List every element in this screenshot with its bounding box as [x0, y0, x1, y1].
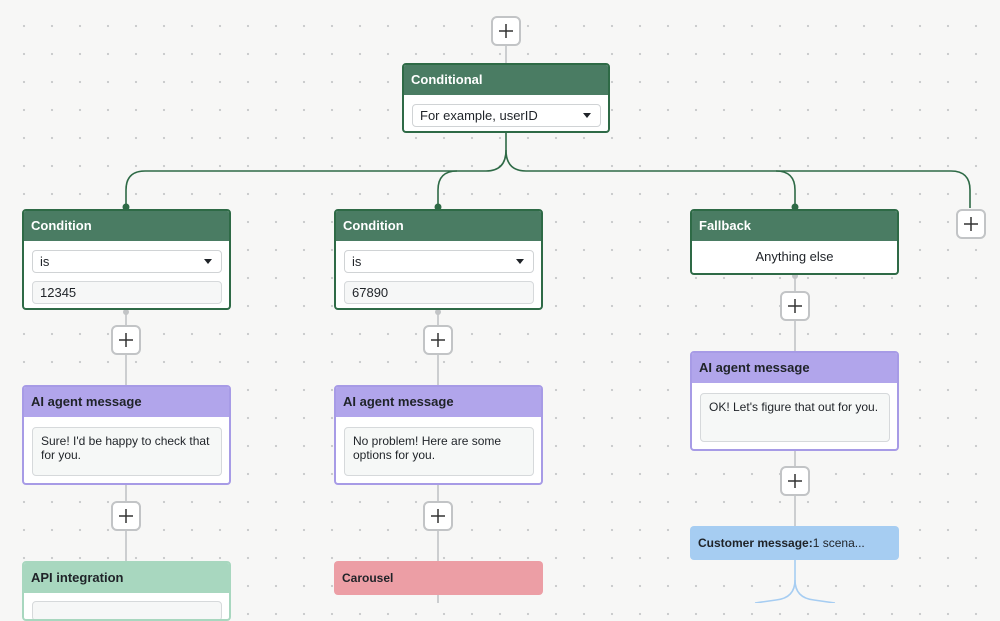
- plus-icon: [788, 474, 802, 488]
- card-title: AI agent message: [24, 387, 229, 417]
- plus-icon: [788, 299, 802, 313]
- add-step-button[interactable]: [111, 325, 141, 355]
- message-text-field[interactable]: OK! Let's figure that out for you.: [700, 393, 890, 442]
- condition-card[interactable]: Condition is 12345: [22, 209, 231, 310]
- plus-icon: [431, 509, 445, 523]
- api-integration-card[interactable]: API integration: [22, 561, 231, 621]
- fallback-text: Anything else: [755, 249, 834, 264]
- customer-message-label: Customer message:: [698, 536, 813, 550]
- card-title: Fallback: [692, 211, 897, 241]
- add-step-button[interactable]: [780, 291, 810, 321]
- card-title: AI agent message: [336, 387, 541, 417]
- ai-agent-message-card[interactable]: AI agent message OK! Let's figure that o…: [690, 351, 899, 451]
- select-value: is: [352, 254, 362, 269]
- select-value: For example, userID: [420, 108, 538, 123]
- add-step-button[interactable]: [423, 501, 453, 531]
- add-step-button[interactable]: [423, 325, 453, 355]
- card-title: Condition: [336, 211, 541, 241]
- fallback-card[interactable]: Fallback Anything else: [690, 209, 899, 275]
- add-branch-button[interactable]: [956, 209, 986, 239]
- select-value: is: [40, 254, 50, 269]
- condition-operator-select[interactable]: is: [344, 250, 534, 273]
- caret-down-icon: [583, 113, 591, 118]
- plus-icon: [964, 217, 978, 231]
- ai-agent-message-card[interactable]: AI agent message Sure! I'd be happy to c…: [22, 385, 231, 485]
- conditional-card[interactable]: Conditional For example, userID: [402, 63, 610, 133]
- conditional-variable-select[interactable]: For example, userID: [412, 104, 601, 127]
- add-step-button[interactable]: [111, 501, 141, 531]
- condition-value-field[interactable]: 67890: [344, 281, 534, 304]
- api-integration-field[interactable]: [32, 601, 222, 619]
- card-title: Condition: [24, 211, 229, 241]
- add-step-button[interactable]: [780, 466, 810, 496]
- plus-icon: [431, 333, 445, 347]
- condition-operator-select[interactable]: is: [32, 250, 222, 273]
- caret-down-icon: [204, 259, 212, 264]
- customer-message-card[interactable]: Customer message:1 scena...: [690, 526, 899, 560]
- plus-icon: [119, 509, 133, 523]
- customer-message-detail: 1 scena...: [812, 536, 865, 550]
- caret-down-icon: [516, 259, 524, 264]
- plus-icon: [499, 24, 513, 38]
- condition-card[interactable]: Condition is 67890: [334, 209, 543, 310]
- card-title: API integration: [24, 563, 229, 593]
- card-title: Conditional: [404, 65, 608, 95]
- condition-value-field[interactable]: 12345: [32, 281, 222, 304]
- ai-agent-message-card[interactable]: AI agent message No problem! Here are so…: [334, 385, 543, 485]
- message-text-field[interactable]: Sure! I'd be happy to check that for you…: [32, 427, 222, 476]
- add-step-button[interactable]: [491, 16, 521, 46]
- card-title: AI agent message: [692, 353, 897, 383]
- card-title: Carousel: [342, 571, 394, 585]
- plus-icon: [119, 333, 133, 347]
- carousel-card[interactable]: Carousel: [334, 561, 543, 595]
- message-text-field[interactable]: No problem! Here are some options for yo…: [344, 427, 534, 476]
